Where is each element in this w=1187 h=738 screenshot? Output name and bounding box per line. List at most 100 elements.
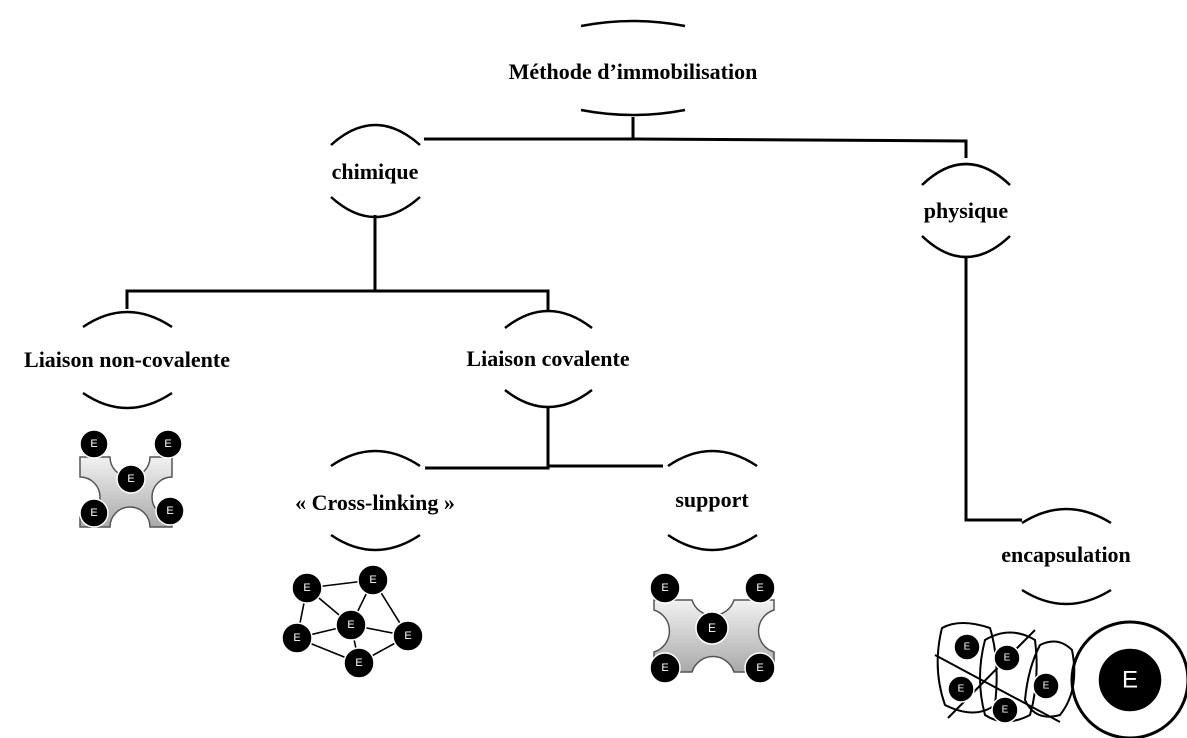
enzyme-node: E xyxy=(991,696,1019,724)
enzyme-circle xyxy=(153,429,183,459)
enzyme-label: E xyxy=(756,662,763,674)
node-chemical-label: chimique xyxy=(331,159,419,184)
enzyme-node: E xyxy=(947,675,975,703)
enzyme-circle xyxy=(695,611,729,645)
enzyme-label: E xyxy=(127,473,134,485)
bracket-crosslinking-top xyxy=(330,449,421,468)
large-capsule xyxy=(1070,620,1187,738)
node-noncovalent-label: Liaison non-covalente xyxy=(24,347,230,372)
capsule-cross-line-1 xyxy=(934,654,1061,723)
enzyme-circle xyxy=(1097,647,1163,713)
bracket-chemical-bottom xyxy=(330,196,421,219)
bracket-covalent-bottom xyxy=(504,389,593,409)
capsule-middle xyxy=(979,631,1038,723)
enzyme-node: E xyxy=(343,647,375,679)
enzyme-label: E xyxy=(355,657,362,669)
enzyme-circle xyxy=(335,609,367,641)
enzyme-label: E xyxy=(90,507,97,519)
enzyme-node: E xyxy=(116,464,146,494)
enzyme-circle xyxy=(357,564,389,596)
enzyme-label: E xyxy=(90,438,97,450)
enzyme-label: E xyxy=(964,642,971,653)
enzyme-node: E xyxy=(79,498,109,528)
enzyme-label: E xyxy=(166,505,173,517)
enzyme-circle xyxy=(116,464,146,494)
capsule-cross-line-2 xyxy=(947,629,1036,719)
enzyme-label: E xyxy=(958,684,965,695)
enzyme-circle xyxy=(79,498,109,528)
connector-crosslinking-support-bar xyxy=(425,464,663,470)
enzyme-node: E xyxy=(649,572,681,604)
enzyme-circle xyxy=(291,572,323,604)
capsule-right xyxy=(1023,640,1076,718)
enzyme-circle xyxy=(947,675,975,703)
enzyme-circle xyxy=(953,633,981,661)
enzyme-label: E xyxy=(303,582,310,594)
enzymes-crosslinking: E E E E E E xyxy=(281,564,424,679)
enzyme-node: E xyxy=(392,620,424,652)
bracket-physical-bottom xyxy=(921,235,1011,259)
enzyme-label: E xyxy=(1004,653,1011,664)
enzyme-label: E xyxy=(661,582,668,594)
enzyme-circle xyxy=(649,572,681,604)
enzyme-circle xyxy=(993,644,1021,672)
enzyme-node: E xyxy=(695,611,729,645)
node-encapsulation-label: encapsulation xyxy=(1001,542,1131,567)
bracket-physical-top xyxy=(921,162,1011,186)
enzyme-label: E xyxy=(1122,667,1138,694)
connector-noncovalent-covalent-bar xyxy=(125,289,550,310)
bracket-crosslinking-bottom xyxy=(330,533,421,552)
enzyme-label: E xyxy=(1002,705,1009,716)
enzyme-node: E xyxy=(744,572,776,604)
crosslinking-illustration: E E E E E E xyxy=(281,564,424,679)
bracket-noncovalent-top xyxy=(82,310,173,329)
enzyme-label: E xyxy=(164,438,171,450)
enzyme-label: E xyxy=(1043,681,1050,692)
encapsulation-illustration: E E E E E E xyxy=(934,620,1187,738)
enzyme-circle xyxy=(649,652,681,684)
node-root-label: Méthode d’immobilisation xyxy=(508,59,758,84)
enzyme-node: E xyxy=(357,564,389,596)
noncovalent-illustration: E E E E E xyxy=(79,429,185,528)
connector-root-chemical xyxy=(424,117,635,141)
enzymes-encapsulation: E E E E E E xyxy=(947,633,1163,724)
bracket-chemical-top xyxy=(330,123,421,146)
enzymes-support: E E E E E xyxy=(649,572,776,684)
node-support-label: support xyxy=(675,487,749,512)
enzyme-label: E xyxy=(661,662,668,674)
enzyme-node: E xyxy=(993,644,1021,672)
enzyme-node: E xyxy=(1032,672,1060,700)
enzyme-node: E xyxy=(335,609,367,641)
enzyme-circle xyxy=(281,622,313,654)
bracket-root-bottom xyxy=(580,108,686,117)
support-illustration: E E E E E xyxy=(649,572,776,684)
connector-lines xyxy=(125,117,1022,522)
enzyme-label: E xyxy=(756,582,763,594)
node-brackets xyxy=(82,19,1112,606)
enzyme-circle xyxy=(392,620,424,652)
connector-root-physical xyxy=(632,137,968,158)
enzymes-noncovalent: E E E E E xyxy=(79,429,185,528)
enzyme-circle xyxy=(79,429,109,459)
enzyme-circle xyxy=(744,652,776,684)
bracket-support-bottom xyxy=(667,533,758,552)
enzyme-label: E xyxy=(347,619,354,631)
connector-physical-encapsulation xyxy=(964,258,1022,522)
enzyme-node: E xyxy=(1097,647,1163,713)
bracket-covalent-top xyxy=(504,309,593,329)
enzyme-circle xyxy=(744,572,776,604)
enzyme-node: E xyxy=(291,572,323,604)
enzyme-label: E xyxy=(404,630,411,642)
enzyme-label: E xyxy=(369,574,376,586)
enzyme-label: E xyxy=(293,632,300,644)
bracket-encapsulation-top xyxy=(1021,507,1112,525)
node-crosslinking-label: « Cross-linking » xyxy=(295,490,455,515)
bracket-root-top xyxy=(580,19,686,28)
enzyme-node: E xyxy=(281,622,313,654)
enzyme-circle xyxy=(991,696,1019,724)
bracket-support-top xyxy=(667,449,758,468)
bracket-encapsulation-bottom xyxy=(1021,588,1112,606)
node-covalent-label: Liaison covalente xyxy=(466,346,630,371)
